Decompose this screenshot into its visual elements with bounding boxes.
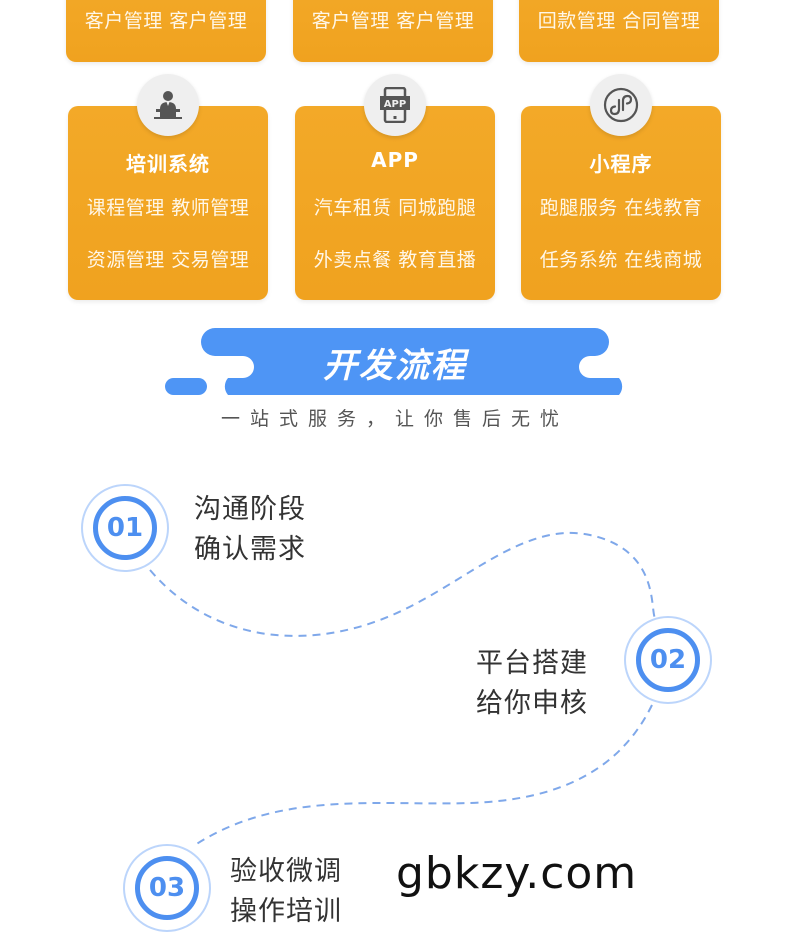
card-features-row-2: 任务系统 在线商城 bbox=[539, 249, 703, 271]
step-3-badge: 03 bbox=[123, 844, 211, 932]
section-subtitle: 一站式服务，让你售后无忧 bbox=[220, 408, 569, 430]
step-2-text: 平台搭建 给你申核 bbox=[476, 644, 588, 724]
product-card-training[interactable]: 培训系统 课程管理 教师管理 资源管理 交易管理 bbox=[68, 106, 268, 300]
card-title: 小程序 bbox=[589, 152, 653, 176]
step-1-text: 沟通阶段 确认需求 bbox=[194, 490, 306, 570]
card-features-row-1: 跑腿服务 在线教育 bbox=[539, 197, 703, 219]
step-desc: 操作培训 bbox=[230, 896, 342, 927]
card-features-row-2: 资源管理 交易管理 bbox=[86, 249, 250, 271]
card-title: APP bbox=[371, 148, 419, 172]
section-banner-shape bbox=[165, 328, 623, 395]
step-2-badge: 02 bbox=[624, 616, 712, 704]
card-features-row-1: 课程管理 教师管理 bbox=[86, 197, 250, 219]
card-line: 回款管理 合同管理 bbox=[537, 10, 701, 32]
top-card-3: 回款管理 合同管理 bbox=[519, 0, 719, 62]
card-features-row-2: 外卖点餐 教育直播 bbox=[313, 249, 477, 271]
card-line: 客户管理 客户管理 bbox=[311, 10, 475, 32]
step-desc: 给你申核 bbox=[476, 688, 588, 719]
mini-program-icon bbox=[590, 74, 652, 136]
step-number: 02 bbox=[636, 628, 700, 692]
step-number: 01 bbox=[93, 496, 157, 560]
top-card-1: 客户管理 客户管理 bbox=[66, 0, 266, 62]
product-card-app[interactable]: APP 汽车租赁 同城跑腿 外卖点餐 教育直播 bbox=[295, 106, 495, 300]
watermark-text: gbkzy.com bbox=[396, 848, 638, 899]
card-features-row-1: 汽车租赁 同城跑腿 bbox=[313, 197, 477, 219]
step-title: 沟通阶段 bbox=[194, 494, 306, 525]
svg-text:APP: APP bbox=[384, 99, 406, 110]
section-title: 开发流程 bbox=[323, 346, 467, 386]
card-title: 培训系统 bbox=[126, 152, 210, 176]
top-card-2: 客户管理 客户管理 bbox=[293, 0, 493, 62]
step-desc: 确认需求 bbox=[194, 534, 306, 565]
step-title: 验收微调 bbox=[230, 856, 342, 887]
step-3-text: 验收微调 操作培训 bbox=[230, 852, 342, 932]
lecturer-podium-icon bbox=[137, 74, 199, 136]
step-title: 平台搭建 bbox=[476, 648, 588, 679]
product-card-mini-program[interactable]: 小程序 跑腿服务 在线教育 任务系统 在线商城 bbox=[521, 106, 721, 300]
card-line: 客户管理 客户管理 bbox=[84, 10, 248, 32]
step-1-badge: 01 bbox=[81, 484, 169, 572]
app-phone-icon: APP bbox=[364, 74, 426, 136]
step-number: 03 bbox=[135, 856, 199, 920]
